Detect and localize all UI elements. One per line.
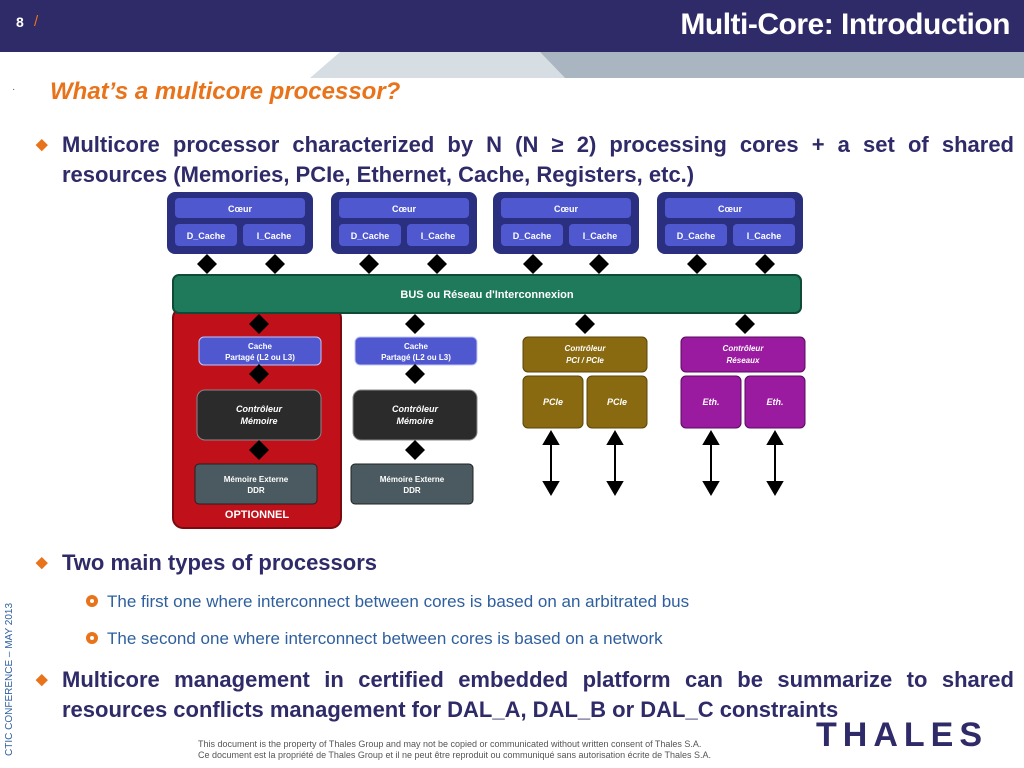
diamond-bullet-icon: ◆ (36, 554, 48, 571)
slide-subtitle: What’s a multicore processor? (50, 78, 401, 105)
shared-cache-block: Cache Partagé (L2 ou L3) (354, 336, 478, 366)
svg-text:Mémoire: Mémoire (240, 416, 277, 426)
core-label: Cœur (228, 204, 252, 214)
logo-text: THALES (816, 716, 988, 750)
sidebar-vertical-label: CTIC CONFERENCE – MAY 2013 (2, 520, 20, 760)
external-io-arrows (542, 430, 784, 496)
core-label: Cœur (392, 204, 416, 214)
icache-label: I_Cache (583, 231, 618, 241)
sub-bullet-text: The second one where interconnect betwee… (107, 629, 663, 648)
diamond-bullet-icon: ◆ (36, 136, 48, 153)
bullet-text: Two main types of processors (62, 550, 378, 575)
slide-title: Multi-Core: Introduction (680, 8, 1010, 41)
header-accent-band (0, 52, 1024, 78)
svg-text:PCI / PCIe: PCI / PCIe (566, 356, 604, 365)
svg-text:PCIe: PCIe (543, 397, 563, 407)
bus-label: BUS ou Réseau d'Interconnexion (400, 289, 573, 301)
svg-text:Eth.: Eth. (767, 397, 784, 407)
svg-text:Mémoire: Mémoire (396, 416, 433, 426)
footer-line-en: This document is the property of Thales … (198, 739, 702, 749)
page-number: 8 (16, 14, 24, 30)
svg-text:PCIe: PCIe (607, 397, 627, 407)
ethernet-port: Eth. (680, 375, 742, 429)
external-memory-block: Mémoire Externe DDR (350, 463, 474, 505)
bullet-item: ◆ Multicore processor characterized by N… (36, 130, 1014, 190)
shared-cache-block: Cache Partagé (L2 ou L3) (198, 336, 322, 366)
icache-label: I_Cache (257, 231, 292, 241)
svg-text:DDR: DDR (403, 486, 421, 495)
svg-text:Partagé (L2 ou L3): Partagé (L2 ou L3) (381, 353, 451, 362)
svg-text:Cache: Cache (404, 342, 429, 351)
core-block: Cœur D_Cache I_Cache (657, 192, 803, 254)
core-block: Cœur D_Cache I_Cache (167, 192, 313, 254)
thales-logo: THALES (796, 716, 1008, 754)
svg-text:Cache: Cache (248, 342, 273, 351)
core-label: Cœur (718, 204, 742, 214)
dcache-label: D_Cache (351, 231, 390, 241)
svg-text:Contrôleur: Contrôleur (392, 404, 438, 414)
memory-controller-block: Contrôleur Mémoire (352, 389, 478, 441)
conference-label: CTIC CONFERENCE – MAY 2013 (4, 602, 15, 756)
core-label: Cœur (554, 204, 578, 214)
svg-text:Eth.: Eth. (703, 397, 720, 407)
svg-text:Partagé (L2 ou L3): Partagé (L2 ou L3) (225, 353, 295, 362)
page-separator: / (34, 13, 39, 30)
circle-bullet-icon (86, 595, 98, 607)
svg-text:Contrôleur: Contrôleur (565, 344, 607, 353)
diamond-bullet-icon: ◆ (36, 671, 48, 688)
icache-label: I_Cache (421, 231, 456, 241)
svg-text:Réseaux: Réseaux (727, 356, 760, 365)
sub-bullet-text: The first one where interconnect between… (107, 592, 690, 611)
dcache-label: D_Cache (677, 231, 716, 241)
pcie-port: PCIe (586, 375, 648, 429)
icache-label: I_Cache (747, 231, 782, 241)
bullet-item: ◆ Two main types of processors (36, 548, 636, 578)
multicore-diagram: OPTIONNEL Cœur D_Cache I_Cache Cœur D_Ca… (165, 188, 810, 533)
core-bus-arrows (197, 254, 775, 274)
bullet-item: ◆ Multicore management in certified embe… (36, 665, 1014, 725)
footer-line-fr: Ce document est la propriété de Thales G… (198, 750, 711, 760)
decorative-dot: · (12, 84, 16, 95)
svg-text:Contrôleur: Contrôleur (236, 404, 282, 414)
svg-text:Contrôleur: Contrôleur (723, 344, 765, 353)
header-bar: 8 / Multi-Core: Introduction (0, 0, 1024, 52)
interconnect-bus (172, 274, 802, 314)
core-block: Cœur D_Cache I_Cache (331, 192, 477, 254)
circle-bullet-icon (86, 632, 98, 644)
footer-disclaimer: This document is the property of Thales … (198, 739, 711, 761)
svg-text:Mémoire Externe: Mémoire Externe (224, 475, 289, 484)
pcie-port: PCIe (522, 375, 584, 429)
svg-text:Mémoire Externe: Mémoire Externe (380, 475, 445, 484)
sub-bullet-item: The second one where interconnect betwee… (86, 628, 663, 650)
core-block: Cœur D_Cache I_Cache (493, 192, 639, 254)
pci-controller-block: Contrôleur PCI / PCIe (522, 336, 648, 373)
optional-label: OPTIONNEL (225, 509, 289, 521)
dcache-label: D_Cache (187, 231, 226, 241)
ethernet-port: Eth. (744, 375, 806, 429)
sub-bullet-item: The first one where interconnect between… (86, 591, 689, 613)
external-memory-block: Mémoire Externe DDR (194, 463, 318, 505)
dcache-label: D_Cache (513, 231, 552, 241)
svg-text:DDR: DDR (247, 486, 265, 495)
bullet-text: Multicore processor characterized by N (… (62, 132, 1014, 187)
memory-controller-block: Contrôleur Mémoire (196, 389, 322, 441)
bullet-text: Multicore management in certified embedd… (62, 667, 1014, 722)
network-controller-block: Contrôleur Réseaux (680, 336, 806, 373)
